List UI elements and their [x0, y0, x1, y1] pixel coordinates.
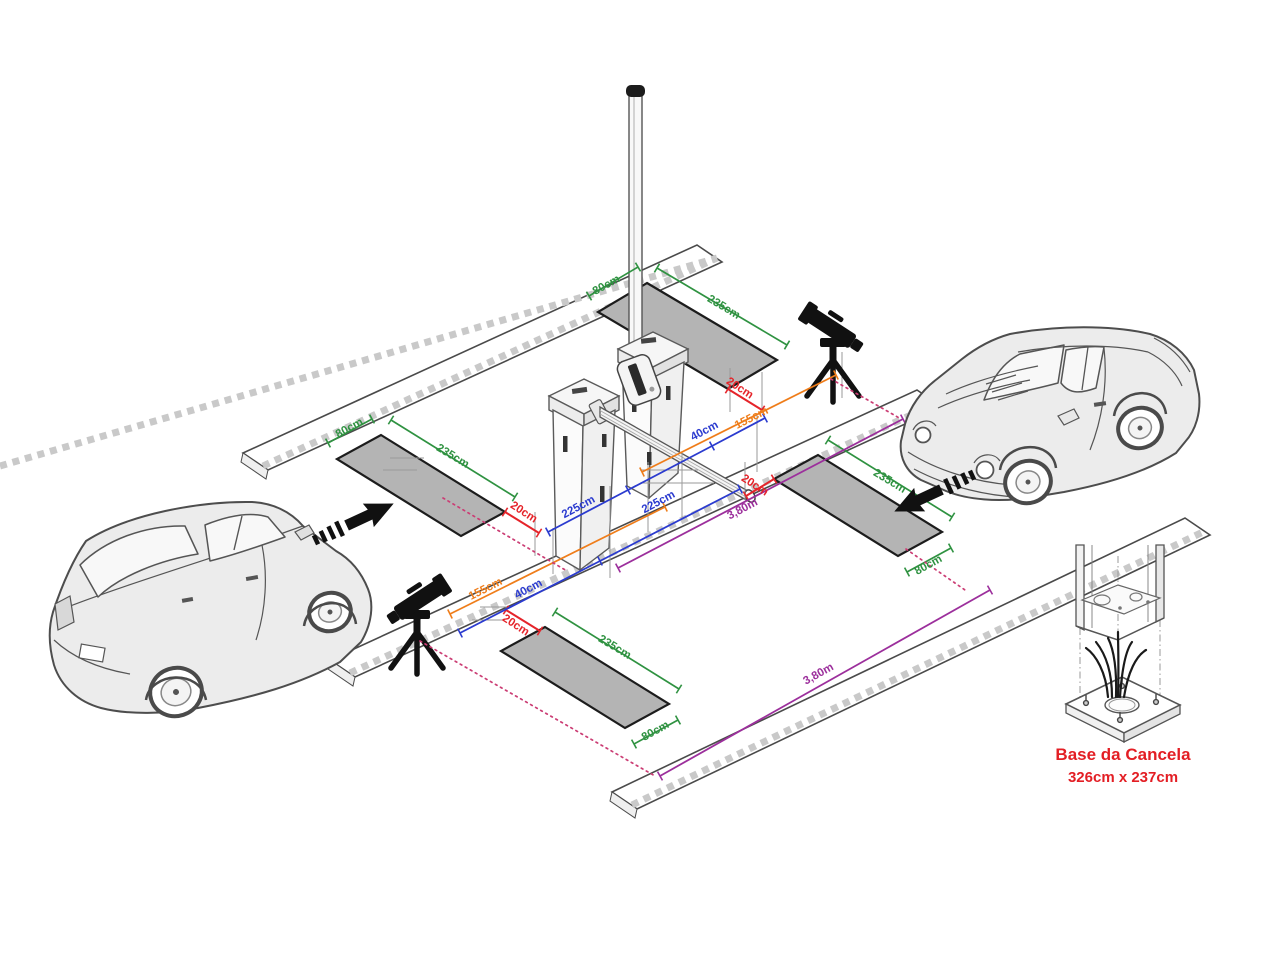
photocell-beam-lines	[419, 378, 966, 777]
rear-window	[79, 525, 199, 598]
side-mirror	[294, 524, 315, 541]
anchor-base-plate	[1064, 676, 1182, 744]
taillight	[54, 595, 75, 631]
anchor-bolts	[1082, 678, 1160, 724]
base-detail-title: Base da Cancela	[1055, 745, 1191, 764]
base-detail: Base da Cancela 326cm x 237cm	[1055, 544, 1191, 786]
dim-label-20cm: 20cm	[508, 499, 539, 525]
brand-mark	[571, 386, 588, 394]
photocell-window	[602, 434, 607, 447]
conduit-cables	[1084, 630, 1148, 699]
dim-label-235cm: 235cm	[596, 633, 633, 662]
door-handle	[1093, 401, 1107, 407]
photocell-tripod-right	[797, 297, 869, 402]
barrier-post-right	[616, 331, 690, 500]
license-plate	[78, 643, 106, 663]
dim-label-235cm: 235cm	[705, 293, 742, 322]
side-window	[1060, 345, 1105, 393]
dim-label-235cm: 235cm	[434, 442, 471, 471]
barrier-post-left	[547, 378, 621, 572]
photocell-window	[666, 386, 671, 400]
inductive-loop-bottom	[498, 625, 672, 730]
side-mirror	[1057, 408, 1080, 426]
side-window	[204, 513, 286, 562]
wheel-arch	[1112, 391, 1168, 417]
base-detail-size: 326cm x 237cm	[1068, 769, 1178, 786]
rear-wheel	[1116, 405, 1164, 451]
wheel-arch	[144, 676, 208, 701]
car-hatchback	[48, 500, 373, 719]
guide-lines	[1079, 556, 1161, 700]
front-wheel	[307, 590, 353, 634]
wheel-arch	[998, 445, 1058, 471]
dim-label-155cm: 155cm	[733, 405, 770, 432]
headlight	[914, 426, 932, 444]
dim-label-380m: 3,80m	[801, 661, 835, 687]
dimension-lines	[324, 262, 994, 781]
headlight	[975, 460, 995, 480]
door-handle	[245, 574, 259, 582]
car-sports-coupe	[899, 326, 1201, 506]
photocell-window	[563, 436, 568, 452]
barrier-arm-raised	[626, 85, 645, 377]
wheel-arch	[302, 601, 358, 627]
front-wheel	[1003, 458, 1053, 506]
brand-mark	[640, 337, 657, 344]
photocell-window	[600, 486, 605, 502]
door-handle	[181, 596, 194, 603]
dim-label-80cm: 80cm	[640, 719, 672, 744]
